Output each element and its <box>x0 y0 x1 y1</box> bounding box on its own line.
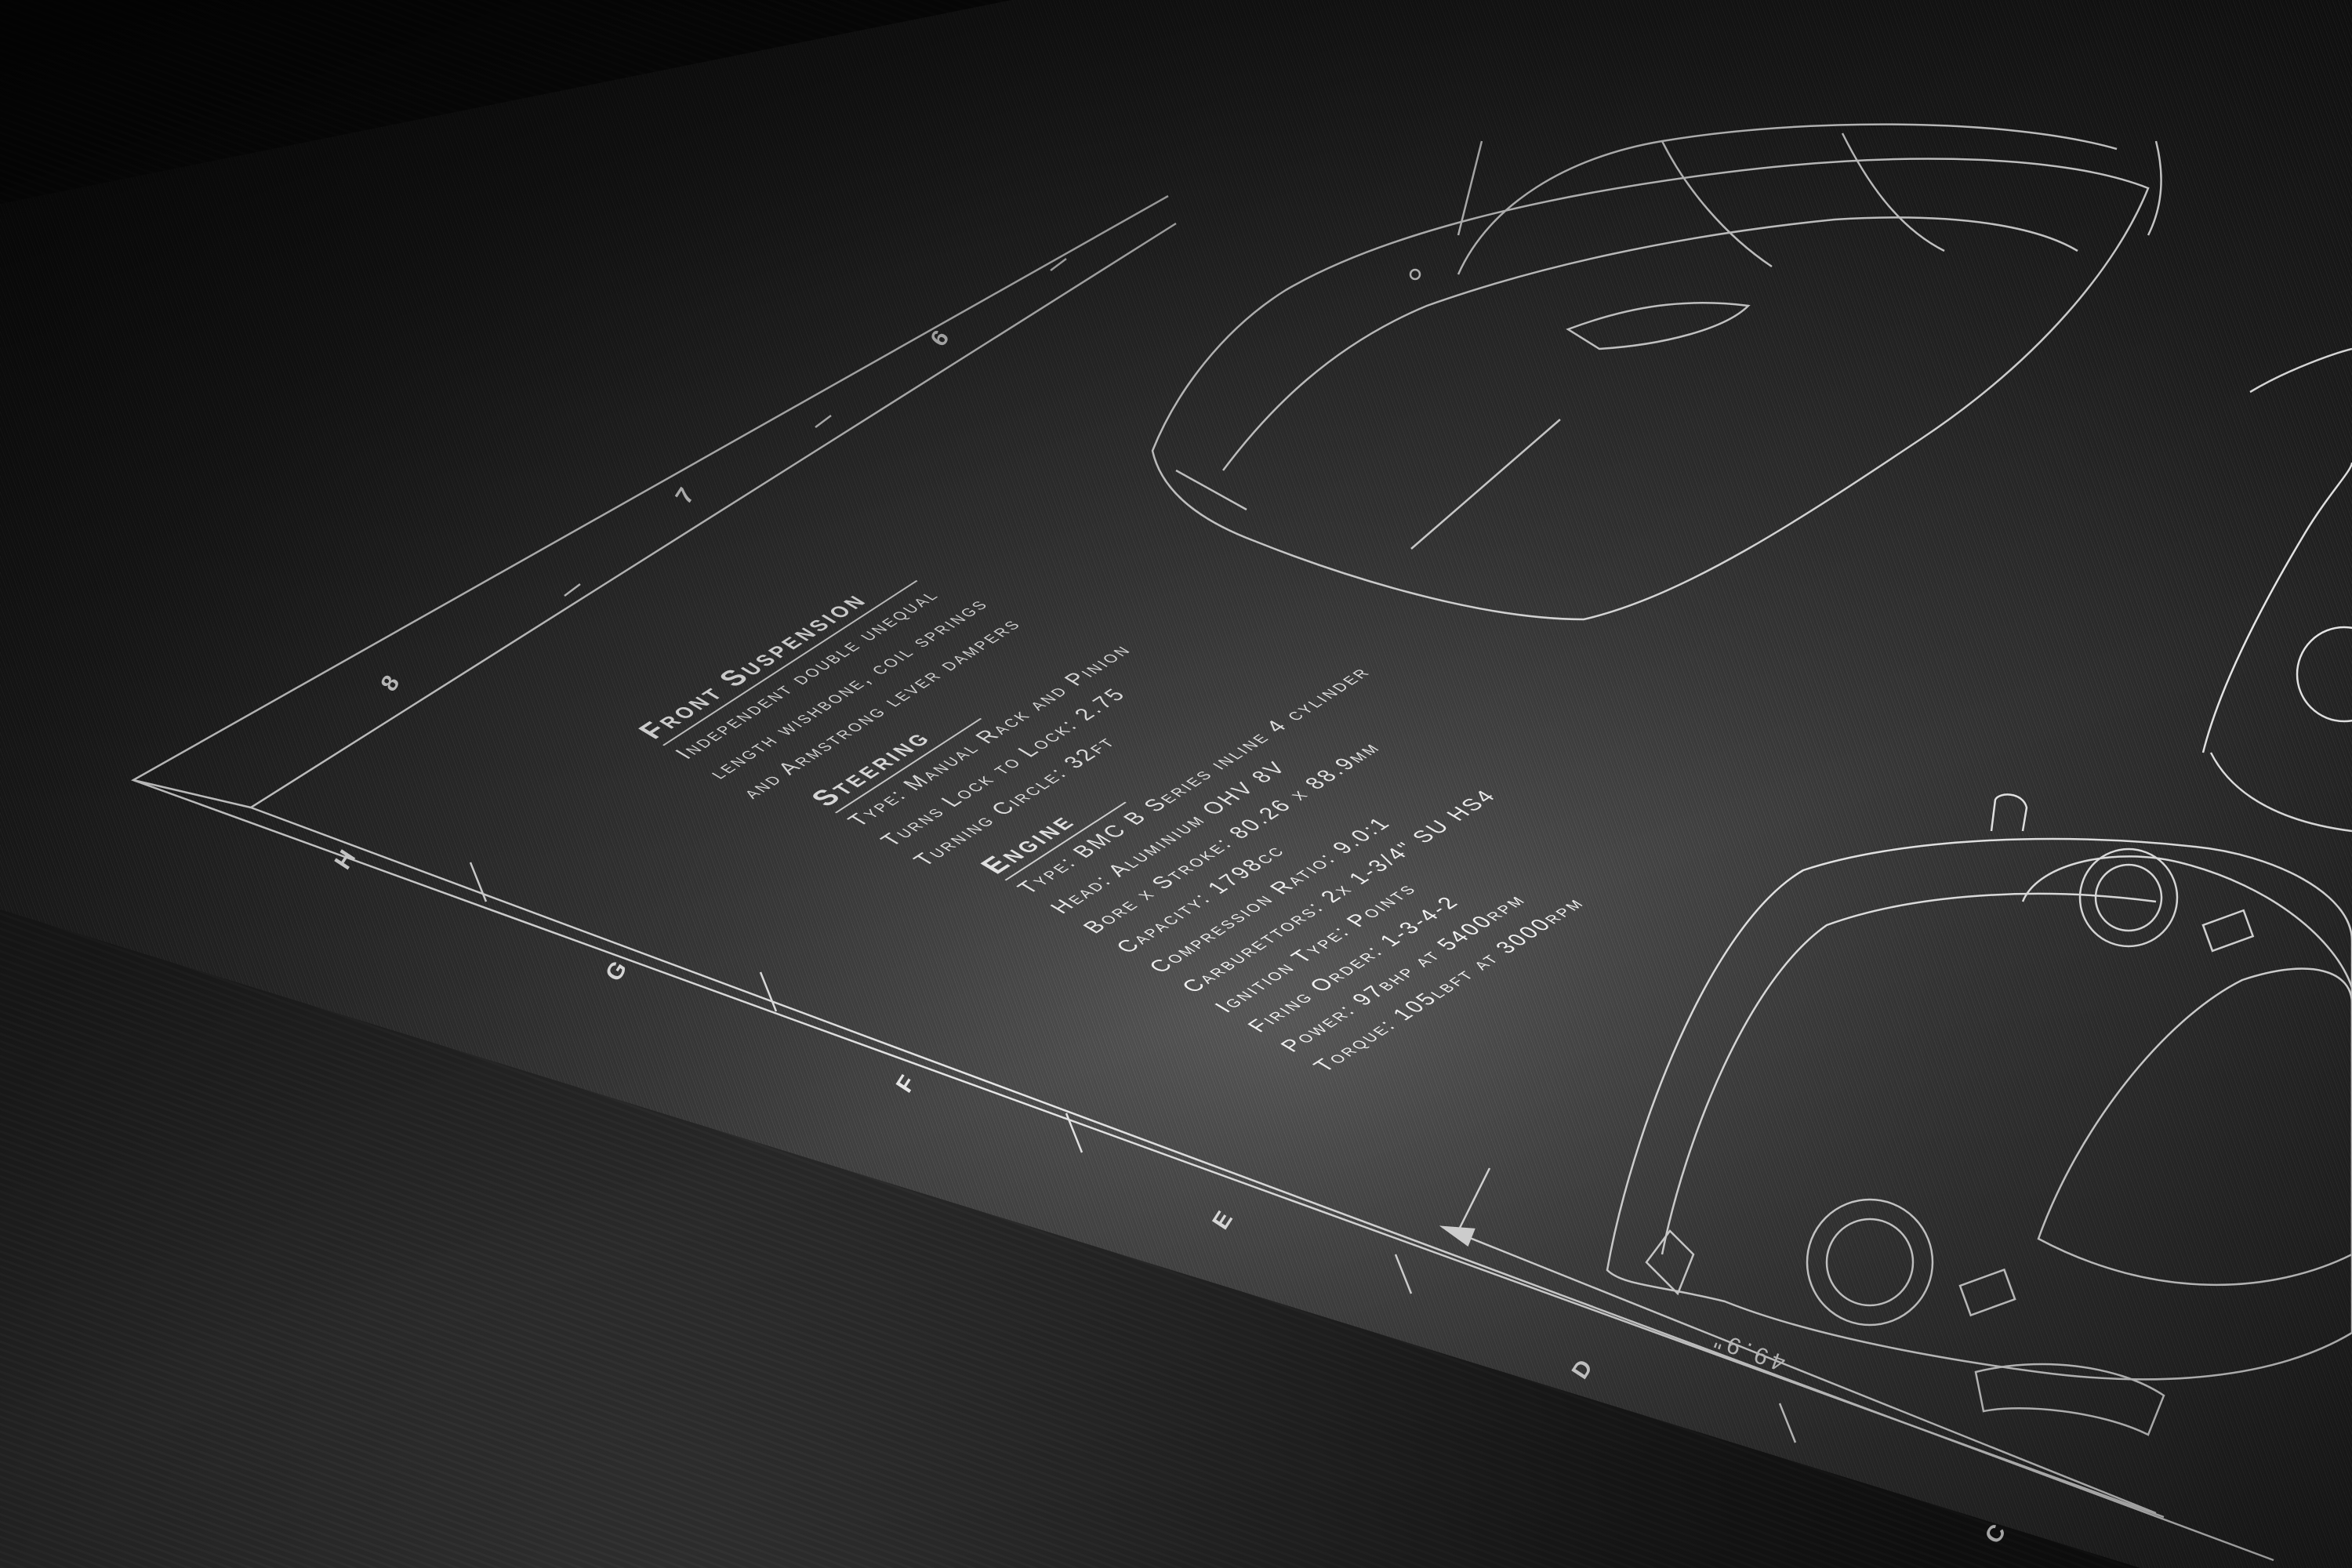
dimension-line <box>1439 1167 2157 1515</box>
car-side-view-partial <box>2201 347 2352 833</box>
